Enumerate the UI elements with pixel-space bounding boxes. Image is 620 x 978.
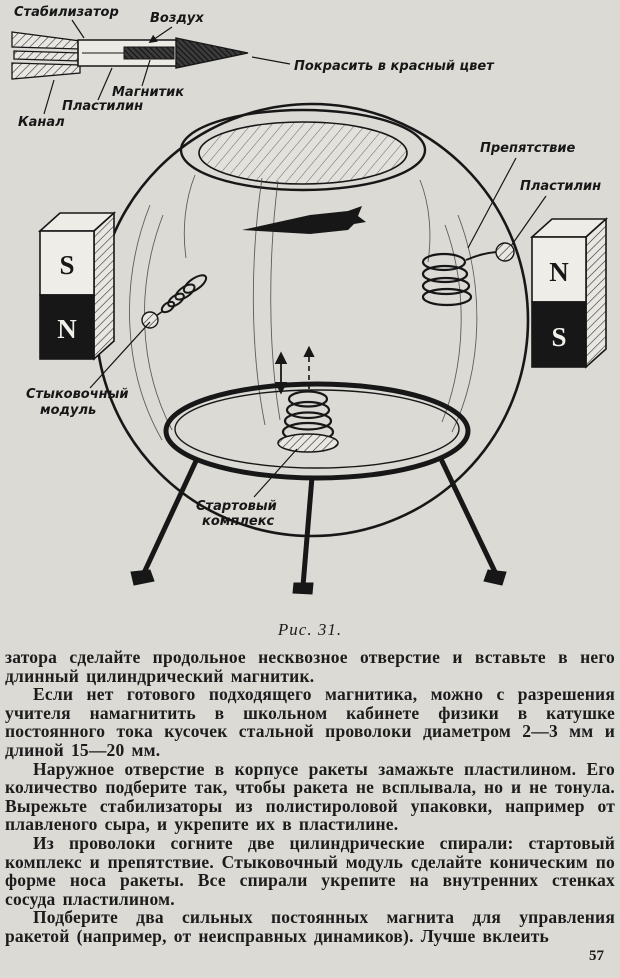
label-docking-module-pointer [89, 321, 151, 389]
rocket-fin-middle [13, 50, 81, 62]
magnet-left-letter-top: S [59, 250, 74, 280]
label-channel-pointer [43, 79, 55, 115]
figure-31-illustration: Стабилизатор Воздух Покрасить в красный … [11, 5, 609, 595]
obstacle-plasticine-blob [495, 242, 515, 262]
magnet-left-side-face [93, 211, 115, 361]
stand [130, 381, 507, 595]
label-paint-red: Покрасить в красный цвет [294, 59, 495, 74]
magnet-left-letter-bottom: N [57, 314, 77, 344]
label-obstacle: Препятствие [480, 141, 575, 156]
rocket-fin-top [11, 31, 81, 50]
label-launch-complex-line2: комплекс [202, 514, 275, 529]
magnet-left-pole-top [39, 230, 95, 296]
label-channel: Канал [18, 115, 65, 130]
label-stabilizer: Стабилизатор [14, 5, 119, 20]
label-paint-pointer [251, 56, 291, 65]
stand-leg-left [140, 459, 199, 577]
launch-complex [274, 345, 339, 453]
figure-caption: Рис. 31. [277, 620, 343, 639]
paragraph-4: Из проволоки согните две цилиндрические … [5, 832, 615, 909]
label-plasticine-top-pointer [97, 67, 113, 101]
glass-bowl [94, 102, 530, 538]
docking-module [141, 274, 208, 329]
label-plasticine-top: Пластилин [62, 99, 143, 114]
label-docking-module-line1: Стыковочный [26, 387, 129, 402]
label-plasticine-bowl: Пластилин [520, 179, 601, 194]
paragraph-5: Подберите два сильных постоянных магнита… [5, 907, 615, 946]
label-small-magnet: Магнитик [112, 85, 185, 100]
magnet-right-pole-bottom [531, 301, 587, 368]
stand-foot-center [292, 582, 314, 595]
docking-plasticine-blob [141, 311, 159, 329]
magnet-right-letter-top: N [549, 257, 569, 287]
body-text: затора сделайте продольное несквозное от… [5, 648, 615, 946]
launch-plasticine-base [277, 433, 339, 453]
label-plasticine-bowl-pointer [510, 195, 547, 247]
rocket-inner-magnet [123, 46, 175, 60]
magnet-left-pole-bottom [39, 294, 95, 360]
rocket-labels: Стабилизатор Воздух Покрасить в красный … [14, 5, 495, 130]
rocket-fin-bottom [11, 62, 81, 80]
bowl-opening-outer [179, 108, 427, 192]
magnet-left: S N [37, 211, 117, 361]
stand-ring-outer [163, 381, 471, 481]
paragraph-3: Наружное отверстие в корпусе ракеты зама… [5, 758, 615, 835]
rocket-nose-cone [175, 37, 249, 69]
label-small-magnet-pointer [141, 59, 151, 87]
stand-foot-left [130, 569, 155, 586]
label-launch-complex-line1: Стартовый [196, 499, 277, 514]
page-number: 57 [589, 948, 604, 964]
magnet-right-pole-top [531, 236, 587, 303]
obstacle-spiral [421, 242, 515, 307]
bowl-labels: Препятствие Пластилин Стыковочный модуль… [26, 141, 601, 529]
paragraph-2: Если нет готового подходящего магнитика,… [5, 684, 615, 760]
bowl-opening-inner [198, 121, 408, 185]
stand-leg-center [300, 476, 315, 587]
stand-foot-right [483, 569, 507, 586]
label-stabilizer-pointer [71, 19, 85, 39]
rocket-cross-section [11, 31, 249, 80]
stand-leg-right [438, 457, 499, 576]
paragraph-1: затора сделайте продольное несквозное от… [5, 647, 615, 686]
magnet-right-letter-bottom: S [551, 322, 566, 352]
label-air: Воздух [150, 11, 204, 26]
magnet-right-side-face [585, 217, 607, 369]
magnet-right: N S [529, 217, 609, 369]
air-arrow [148, 26, 173, 43]
label-obstacle-pointer [467, 157, 517, 249]
stand-ring-inner [174, 389, 460, 469]
label-launch-complex-pointer [253, 448, 298, 498]
label-docking-module-line2: модуль [40, 403, 96, 418]
floating-rocket [242, 206, 366, 234]
